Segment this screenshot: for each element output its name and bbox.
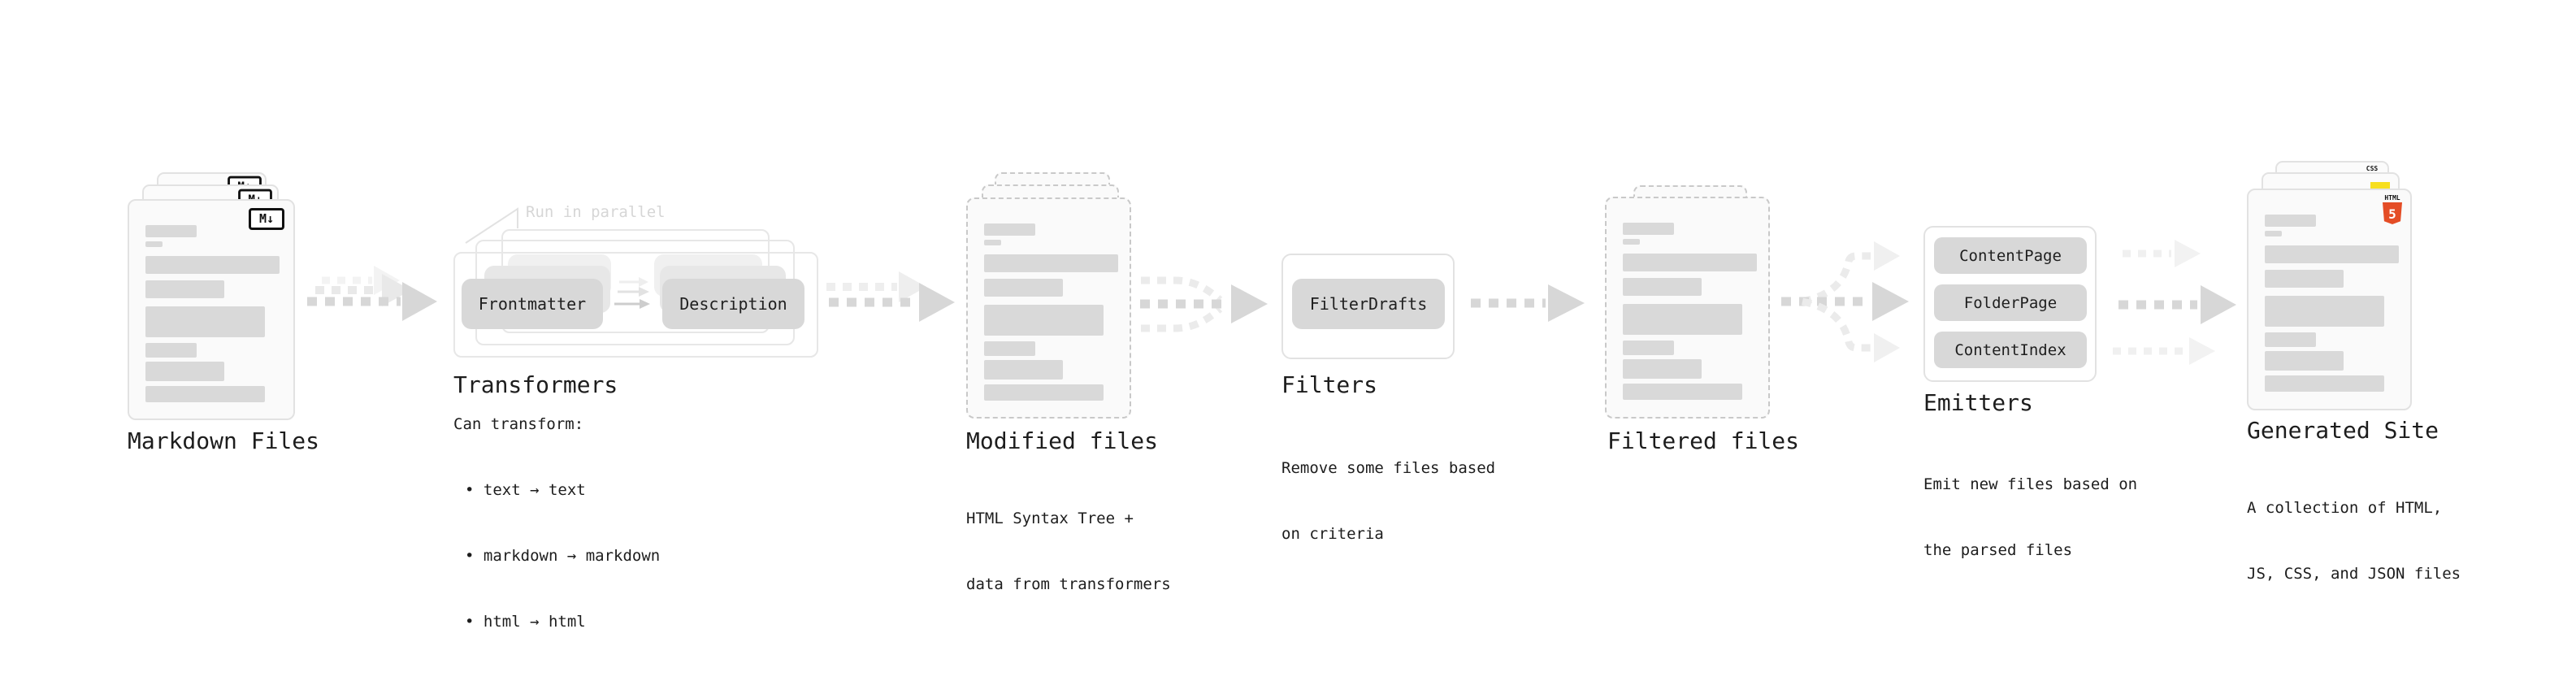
filtered-files-label: Filtered files	[1607, 427, 1800, 454]
markdown-files-label: Markdown Files	[128, 427, 320, 454]
desc-line: Emit new files based on	[1923, 475, 2138, 493]
capability-item: markdown → markdown	[465, 545, 660, 567]
content-bar	[984, 279, 1063, 297]
content-bar	[1623, 304, 1742, 335]
content-bar	[2265, 245, 2399, 263]
content-bar	[1623, 340, 1674, 355]
content-bar	[2265, 375, 2384, 392]
file-content-placeholder	[129, 201, 293, 419]
desc-line: A collection of HTML,	[2247, 499, 2443, 517]
folderpage-emitter: FolderPage	[1934, 284, 2087, 321]
html5-shield: 5	[2383, 202, 2402, 224]
desc-line: HTML Syntax Tree +	[966, 510, 1134, 527]
markdown-icon: M↓	[249, 208, 284, 230]
content-bar	[1623, 278, 1702, 296]
content-bar	[145, 280, 224, 298]
content-bar	[145, 256, 280, 274]
filtered-file-front	[1605, 197, 1770, 419]
transformers-desc-title: Can transform:	[453, 415, 584, 433]
content-bar	[984, 305, 1104, 336]
content-bar	[1623, 239, 1640, 245]
content-bar	[145, 386, 265, 402]
content-bar	[984, 223, 1035, 236]
transformers-capabilities: text → text markdown → markdown html → h…	[465, 436, 660, 677]
emitters-desc: Emit new files based on the parsed files	[1923, 430, 2137, 605]
content-bar	[1623, 223, 1674, 235]
arrow-filtered-to-emitters	[1781, 241, 1909, 362]
arrow-markdown-to-transformers	[307, 266, 437, 321]
file-content-placeholder	[968, 199, 1130, 417]
file-content-placeholder	[1607, 198, 1768, 417]
arrow-transformers-to-modified	[826, 271, 955, 322]
content-bar	[984, 254, 1118, 272]
content-bar	[1623, 254, 1757, 271]
content-bar	[2265, 296, 2384, 327]
desc-line: the parsed files	[1923, 541, 2073, 559]
content-bar	[2265, 215, 2316, 227]
capability-item: html → html	[465, 611, 660, 633]
content-bar	[1623, 359, 1702, 379]
arrow-emitters-to-generated	[2113, 240, 2236, 365]
content-bar	[984, 384, 1104, 401]
contentpage-emitter: ContentPage	[1934, 237, 2087, 274]
transformers-label: Transformers	[453, 371, 618, 398]
content-bar	[2265, 332, 2316, 347]
modified-file-front	[966, 197, 1131, 419]
modified-files-desc: HTML Syntax Tree + data from transformer…	[966, 464, 1171, 640]
modified-files-label: Modified files	[966, 427, 1159, 454]
file-content-placeholder	[2249, 190, 2410, 409]
html5-number: 5	[2388, 206, 2396, 222]
html5-label: HTML	[2384, 194, 2400, 202]
arrow-filters-to-filtered	[1471, 284, 1585, 322]
generated-site-desc: A collection of HTML, JS, CSS, and JSON …	[2247, 453, 2461, 629]
content-bar	[145, 362, 224, 381]
frontmatter-transformer: Frontmatter	[462, 279, 603, 329]
desc-line: on criteria	[1281, 525, 1384, 543]
filters-desc: Remove some files based on criteria	[1281, 414, 1495, 589]
transformer-stack-front	[453, 252, 818, 358]
generated-file-html: HTML 5	[2247, 189, 2412, 410]
markdown-file-front: M↓	[128, 199, 295, 420]
desc-line: JS, CSS, and JSON files	[2247, 565, 2461, 583]
desc-line: data from transformers	[966, 575, 1171, 593]
arrow-frontmatter-to-description	[614, 277, 650, 309]
content-bar	[984, 341, 1035, 356]
description-transformer: Description	[662, 279, 804, 329]
contentindex-emitter: ContentIndex	[1934, 332, 2087, 368]
arrow-modified-to-filters	[1140, 276, 1268, 332]
desc-line: Remove some files based	[1281, 459, 1496, 477]
content-bar	[984, 360, 1063, 380]
content-bar	[2265, 231, 2282, 236]
content-bar	[1623, 384, 1742, 400]
emitters-label: Emitters	[1923, 389, 2033, 416]
html5-icon: HTML 5	[2382, 194, 2403, 224]
filters-label: Filters	[1281, 371, 1378, 398]
filterdrafts-filter: FilterDrafts	[1292, 279, 1445, 329]
capability-item: text → text	[465, 479, 660, 501]
run-in-parallel-annotation: Run in parallel	[526, 203, 666, 221]
content-bar	[145, 241, 163, 247]
css-label: CSS	[2366, 165, 2379, 172]
generated-site-label: Generated Site	[2247, 417, 2439, 444]
content-bar	[2265, 351, 2344, 371]
annotation-leader-line	[465, 207, 518, 244]
content-bar	[984, 240, 1001, 245]
content-bar	[2265, 270, 2344, 288]
content-bar	[145, 306, 265, 337]
content-bar	[145, 225, 197, 237]
content-bar	[145, 343, 197, 358]
